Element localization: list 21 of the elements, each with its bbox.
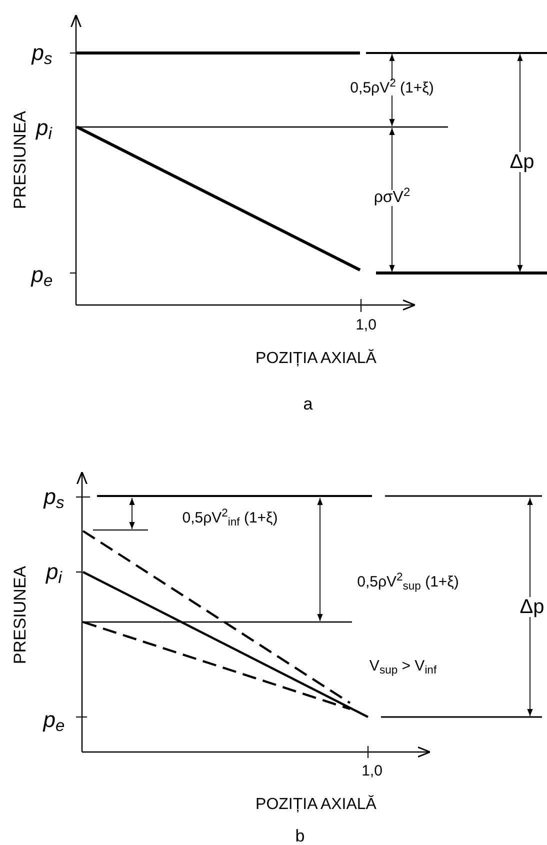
axis-value-label: p$_{e}$ (43, 709, 65, 731)
dimension-label: 0,5ρV$^{2}$ (1+ξ) (348, 80, 436, 96)
dimension-label: ρσV$^{2}$ (372, 190, 412, 206)
axis-title: PRESIUNEA (12, 110, 28, 210)
note-label: V$_{sup}$ > V$_{inf}$ (369, 658, 437, 674)
axis-title: POZIȚIA AXIALĂ (256, 797, 376, 813)
axis-value-label: p$_{s}$ (32, 42, 52, 64)
dimension-label: 0,5ρV$^{2}$$_{inf}$ (1+ξ) (182, 510, 278, 526)
axis-title: POZIȚIA AXIALĂ (256, 351, 376, 367)
panel-label: b (295, 828, 305, 844)
tick-label: 1,0 (362, 764, 382, 778)
tick-label: 1,0 (356, 318, 376, 332)
axis-value-label: p$_{i}$ (36, 117, 52, 139)
axis-value-label: p$_{i}$ (46, 561, 62, 583)
axis-title: PRESIUNEA (12, 566, 28, 664)
axis-value-label: p$_{e}$ (31, 264, 53, 286)
panel-label: a (303, 396, 313, 412)
axis-value-label: p$_{s}$ (44, 486, 64, 508)
dimension-label: Δp (520, 597, 544, 617)
dimension-label: 0,5ρV$^{2}$$_{sup}$ (1+ξ) (355, 574, 461, 590)
dimension-label: Δp (510, 152, 534, 172)
